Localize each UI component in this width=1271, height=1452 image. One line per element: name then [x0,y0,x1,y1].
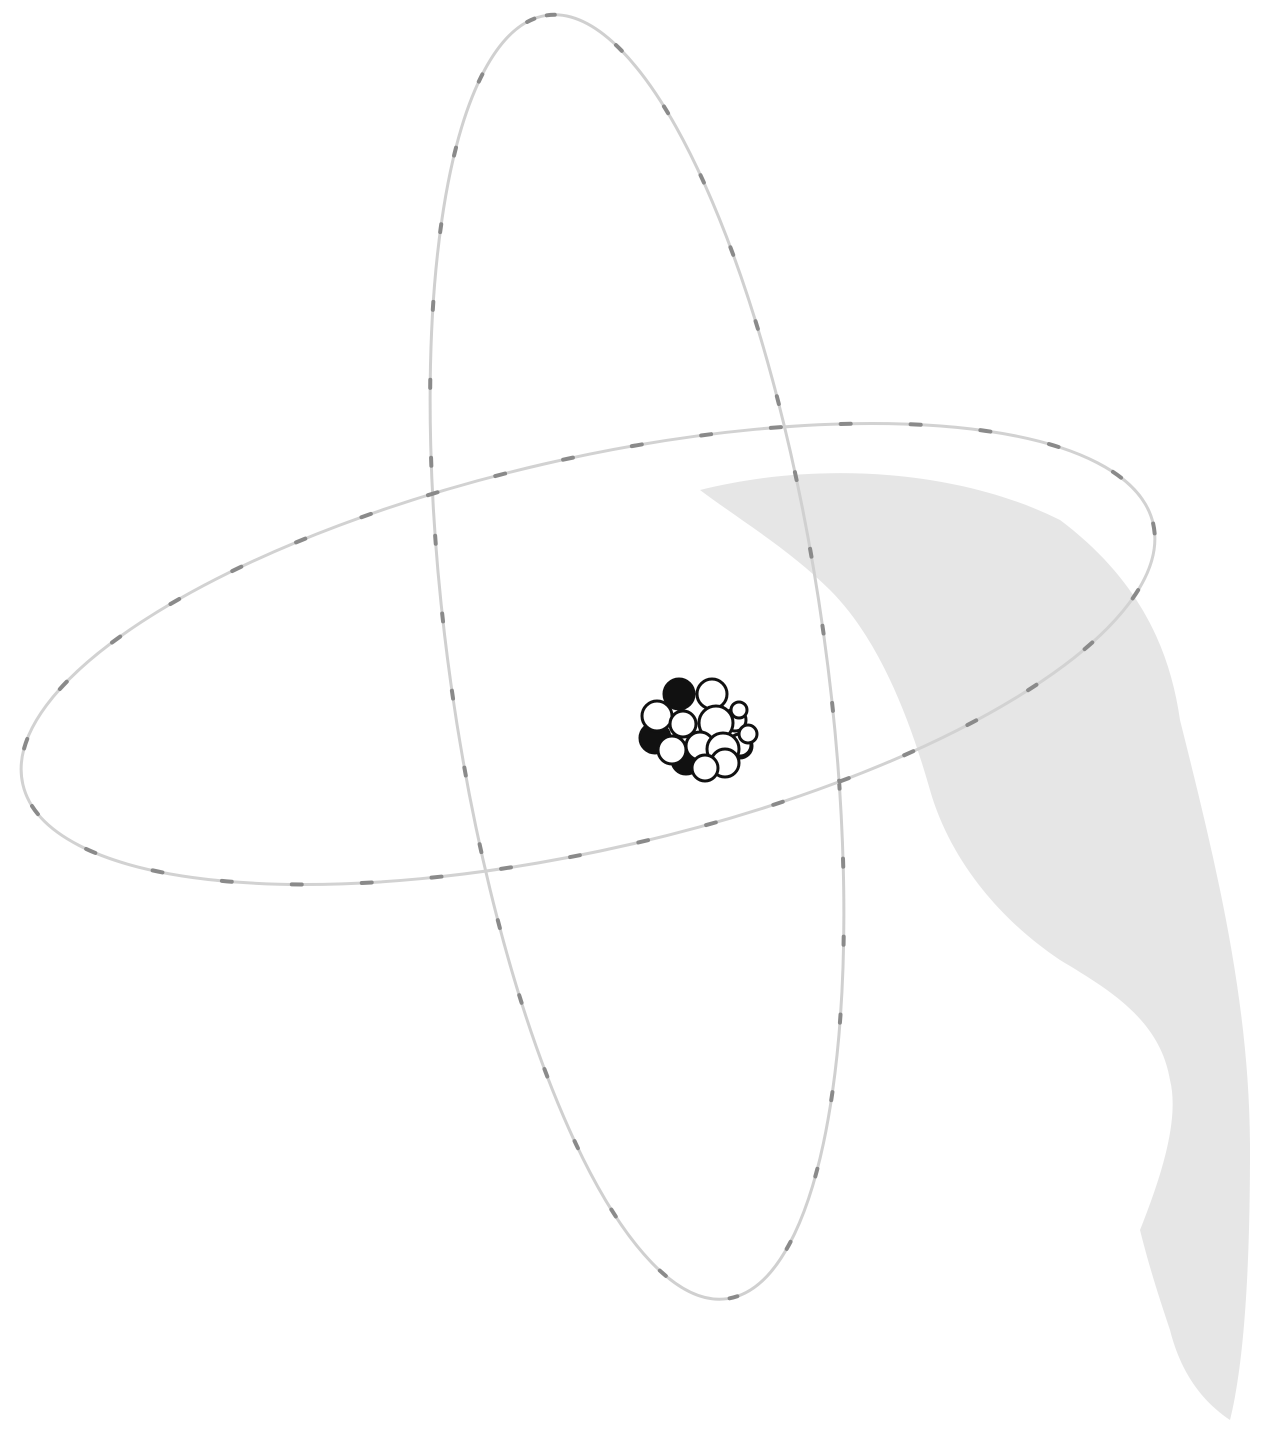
shadow-shape [700,473,1250,1420]
neutron [731,702,747,718]
neutron [697,679,727,709]
orbit-vertical [361,0,914,1325]
nucleus [640,679,757,781]
neutron [658,736,686,764]
neutron [642,701,672,731]
neutron [692,755,718,781]
neutron [739,725,757,743]
